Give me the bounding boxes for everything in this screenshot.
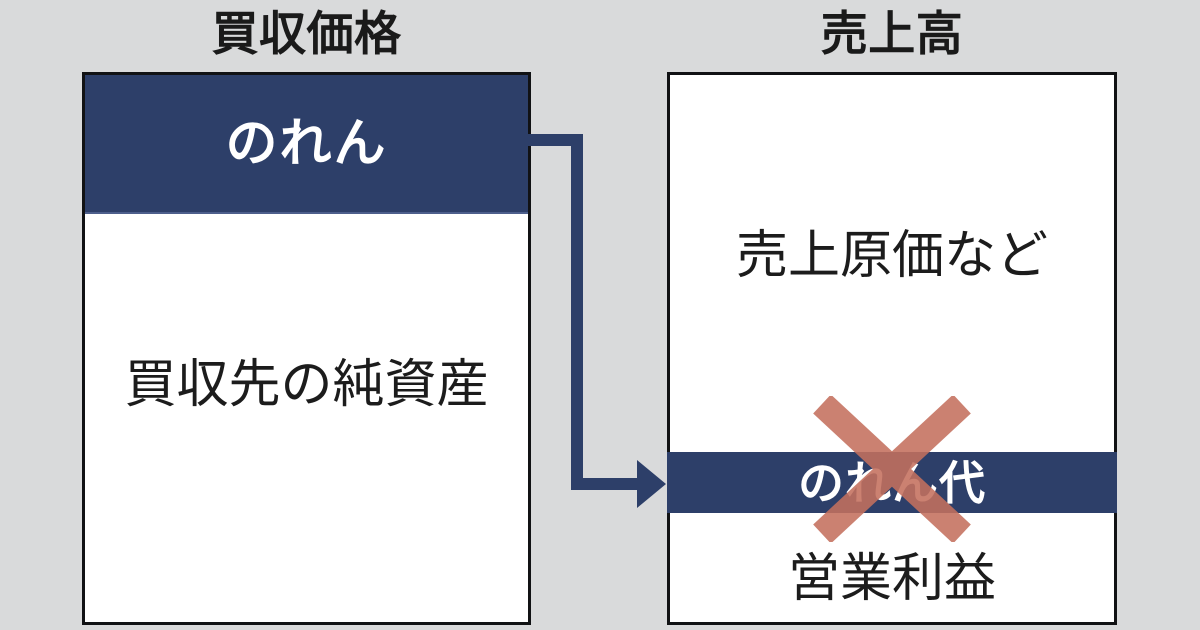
segment-cost-of-sales-label: 売上原価など bbox=[735, 227, 1048, 285]
segment-goodwill-amortization: のれん代 bbox=[667, 452, 1117, 513]
segment-target-net-assets-label: 買収先の純資産 bbox=[124, 356, 489, 414]
sales-bar: 売上原価など のれん代 営業利益 bbox=[667, 72, 1117, 625]
flow-arrow-icon bbox=[525, 134, 666, 508]
segment-goodwill-amortization-label: のれん代 bbox=[798, 456, 986, 509]
left-column-title: 買収価格 bbox=[211, 7, 402, 60]
segment-goodwill-label: のれん bbox=[225, 114, 388, 173]
right-column-title: 売上高 bbox=[820, 7, 964, 60]
segment-target-net-assets: 買収先の純資産 bbox=[85, 214, 528, 622]
acquisition-price-bar: のれん 買収先の純資産 bbox=[82, 72, 531, 625]
segment-goodwill: のれん bbox=[85, 75, 528, 214]
segment-operating-profit-label: 営業利益 bbox=[787, 550, 996, 608]
goodwill-to-amortization-arrow bbox=[525, 125, 670, 515]
